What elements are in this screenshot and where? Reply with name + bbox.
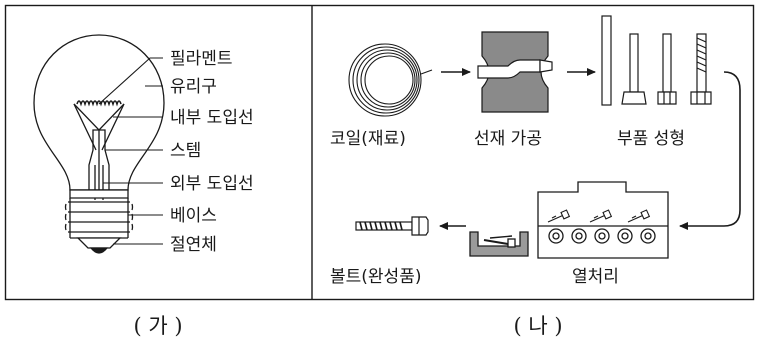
label-leaders xyxy=(98,57,163,245)
insulator-shape xyxy=(76,237,122,249)
contact-tip xyxy=(89,247,109,254)
inner-lead-wires xyxy=(73,103,125,151)
label-glass-bulb: 유리구 xyxy=(170,77,217,97)
label-base: 베이스 xyxy=(170,206,217,226)
leader-filament xyxy=(98,57,163,105)
label-filament: 필라멘트 xyxy=(170,49,233,69)
label-stem: 스템 xyxy=(170,141,201,161)
part-forming-illustration xyxy=(601,15,712,106)
caption-panel-a: ( 가 ) xyxy=(133,314,182,338)
arrow-forming-to-heat xyxy=(679,71,741,230)
base-shell xyxy=(69,189,129,199)
step-bolt-label: 볼트(완성품) xyxy=(330,267,421,287)
glass-bulb-shape xyxy=(33,34,165,191)
finished-bolt-illustration xyxy=(355,216,429,236)
cooling-tray-illustration xyxy=(469,231,529,257)
screw-threads xyxy=(68,198,130,239)
step-heat-treatment-label: 열처리 xyxy=(572,267,619,287)
step-coil-label: 코일(재료) xyxy=(330,129,406,149)
step-part-forming-label: 부품 성형 xyxy=(617,129,685,149)
wire-processing-illustration xyxy=(477,31,553,113)
label-inner-lead: 내부 도입선 xyxy=(170,108,254,128)
figure-frame xyxy=(4,4,755,301)
coil-illustration xyxy=(348,43,433,117)
heat-treatment-illustration xyxy=(537,181,669,259)
filament-coil xyxy=(76,100,122,107)
label-insulator: 절연체 xyxy=(170,235,217,255)
caption-panel-b: ( 나 ) xyxy=(513,314,562,338)
step-wire-processing-label: 선재 가공 xyxy=(474,129,542,149)
label-outer-lead: 외부 도입선 xyxy=(170,174,254,194)
light-bulb-illustration xyxy=(33,34,165,254)
